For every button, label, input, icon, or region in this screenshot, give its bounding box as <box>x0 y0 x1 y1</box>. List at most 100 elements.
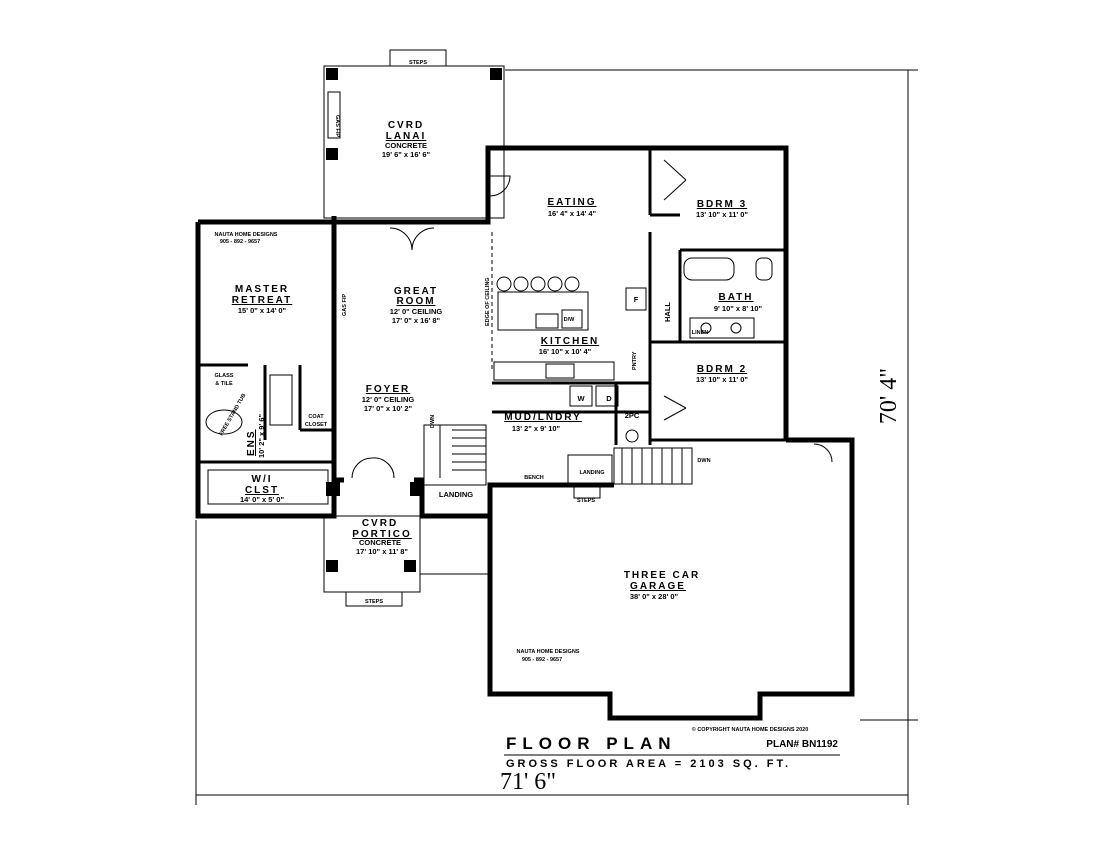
copyright-text: © COPYRIGHT NAUTA HOME DESIGNS 2020 <box>692 726 809 733</box>
doors <box>351 159 833 479</box>
designer-name-top: NAUTA HOME DESIGNS <box>215 232 278 238</box>
great-gas-fp: GAS F/P <box>342 294 348 316</box>
bdrm3-label: BDRM 3 <box>697 199 747 210</box>
lanai-label-2: LANAI <box>386 131 427 142</box>
edge-of-ceiling: EDGE OF CEILING <box>485 277 491 326</box>
lanai-structure <box>323 49 505 219</box>
pantry-label: PNTRY <box>632 351 638 370</box>
room-bdrm3: BDRM 3 13' 10" x 11' 0" <box>696 199 748 219</box>
room-kitchen: KITCHEN 16' 10" x 10' 4" <box>539 336 599 356</box>
mud-label: MUD/LNDRY <box>504 412 582 423</box>
depth-dimension: 70' 4" <box>876 368 902 424</box>
ens-label: ENS <box>246 429 257 456</box>
great-label-1: GREAT <box>394 286 438 297</box>
powder-label: 2PC <box>625 411 640 420</box>
room-portico: CVRD PORTICO CONCRETE 17' 10" x 11' 8" <box>352 518 412 556</box>
great-label-2: ROOM <box>396 296 435 307</box>
foyer-ceiling: 12' 0" CEILING <box>362 395 415 404</box>
designer-phone-top: 905 - 892 - 9657 <box>220 239 260 245</box>
designer-phone-garage: 905 - 892 - 9657 <box>522 657 562 663</box>
lanai-label-1: CVRD <box>388 120 424 131</box>
gross-floor-area: GROSS FLOOR AREA = 2103 SQ. FT. <box>506 758 791 770</box>
great-ceiling: 12' 0" CEILING <box>390 307 443 316</box>
eating-label: EATING <box>547 197 596 208</box>
room-mud: MUD/LNDRY 13' 2" x 9' 10" <box>504 412 582 433</box>
wi-label-2: CLST <box>245 485 279 496</box>
garage-label-1: THREE CAR <box>624 570 700 581</box>
tile-label: & TILE <box>215 381 233 387</box>
fridge-label: F <box>634 295 639 304</box>
stairs <box>423 424 693 499</box>
lanai-size: 19' 6" x 16' 6" <box>382 150 431 159</box>
room-bdrm2: BDRM 2 13' 10" x 11' 0" <box>696 364 748 384</box>
master-label-2: RETREAT <box>232 295 292 306</box>
closet-label: CLOSET <box>305 422 328 428</box>
floor-plan-title: FLOOR PLAN <box>506 734 677 753</box>
great-size: 17' 0" x 16' 8" <box>392 316 441 325</box>
room-garage: THREE CAR GARAGE 38' 0" x 28' 0" <box>624 570 700 601</box>
exterior-walls <box>195 145 855 721</box>
interior-walls <box>198 148 786 480</box>
stair-landing-label: LANDING <box>439 490 473 499</box>
lanai-steps: STEPS <box>409 60 427 66</box>
kitchen-fixtures <box>491 232 647 407</box>
garage-label-2: GARAGE <box>630 581 686 592</box>
linen-label: LINEN <box>692 330 709 336</box>
bdrm3-size: 13' 10" x 11' 0" <box>696 210 748 219</box>
glass-label: GLASS <box>215 373 234 379</box>
portico-size: 17' 10" x 11' 8" <box>356 547 408 556</box>
portico-steps: STEPS <box>365 599 383 605</box>
kitchen-size: 16' 10" x 10' 4" <box>539 347 592 356</box>
mud-size: 13' 2" x 9' 10" <box>512 424 561 433</box>
bench-label: BENCH <box>524 475 544 481</box>
coat-label: COAT <box>308 414 324 420</box>
windows <box>197 148 853 660</box>
portico-label-1: CVRD <box>362 518 398 529</box>
bdrm2-size: 13' 10" x 11' 0" <box>696 375 748 384</box>
washer-label: W <box>577 394 585 403</box>
eating-size: 16' 4" x 14' 4" <box>548 209 597 218</box>
tub-label: FREE STAND TUB <box>219 393 248 437</box>
width-dimension: 71' 6" <box>500 769 556 795</box>
foyer-label: FOYER <box>366 384 410 395</box>
room-eating: EATING 16' 4" x 14' 4" <box>547 197 596 218</box>
bath-fixtures <box>205 257 773 505</box>
hall-label: HALL <box>663 302 672 322</box>
foyer-size: 17' 0" x 10' 2" <box>364 404 413 413</box>
room-ens: ENS 10' 2" x 9' 6" <box>246 414 266 458</box>
plan-number: PLAN# BN1192 <box>766 739 838 750</box>
garage-down-label: DWN <box>697 458 710 464</box>
annotations: STEPS STEPS STEPS GAS F/P GAS F/P EDGE O… <box>215 60 711 605</box>
stair-down-label: DWN <box>430 415 436 428</box>
room-lanai: CVRD LANAI CONCRETE 19' 6" x 16' 6" <box>382 120 431 159</box>
garage-steps: STEPS <box>577 498 595 504</box>
kitchen-label: KITCHEN <box>541 336 599 347</box>
bath-size: 9' 10" x 8' 10" <box>714 304 763 313</box>
portico-structure <box>323 482 490 607</box>
dryer-label: D <box>606 394 612 403</box>
dimension-lines <box>195 69 918 805</box>
room-wi-clst: W/I CLST 14' 0" x 5' 0" <box>240 474 284 504</box>
lanai-gas-fp: GAS F/P <box>334 115 340 137</box>
portico-label-2: PORTICO <box>352 529 412 540</box>
dishwasher-label: D/W <box>564 317 576 323</box>
garage-landing-label: LANDING <box>579 470 604 476</box>
garage-size: 38' 0" x 28' 0" <box>630 592 679 601</box>
ens-size: 10' 2" x 9' 6" <box>257 414 266 458</box>
portico-material: CONCRETE <box>359 538 401 547</box>
designer-credits: NAUTA HOME DESIGNS 905 - 892 - 9657 NAUT… <box>215 232 809 733</box>
room-bath: BATH 9' 10" x 8' 10" <box>714 292 763 313</box>
lanai-material: CONCRETE <box>385 141 427 150</box>
bdrm2-label: BDRM 2 <box>697 364 747 375</box>
room-great: GREAT ROOM 12' 0" CEILING 17' 0" x 16' 8… <box>390 286 443 325</box>
master-size: 15' 0" x 14' 0" <box>238 306 287 315</box>
room-foyer: FOYER 12' 0" CEILING 17' 0" x 10' 2" <box>362 384 415 413</box>
designer-name-garage: NAUTA HOME DESIGNS <box>517 649 580 655</box>
wi-label-1: W/I <box>252 474 273 485</box>
wi-size: 14' 0" x 5' 0" <box>240 495 284 504</box>
room-master: MASTER RETREAT 15' 0" x 14' 0" <box>232 284 292 315</box>
title-block: FLOOR PLAN PLAN# BN1192 GROSS FLOOR AREA… <box>504 734 840 770</box>
bath-label: BATH <box>718 292 753 303</box>
master-label-1: MASTER <box>235 284 289 295</box>
